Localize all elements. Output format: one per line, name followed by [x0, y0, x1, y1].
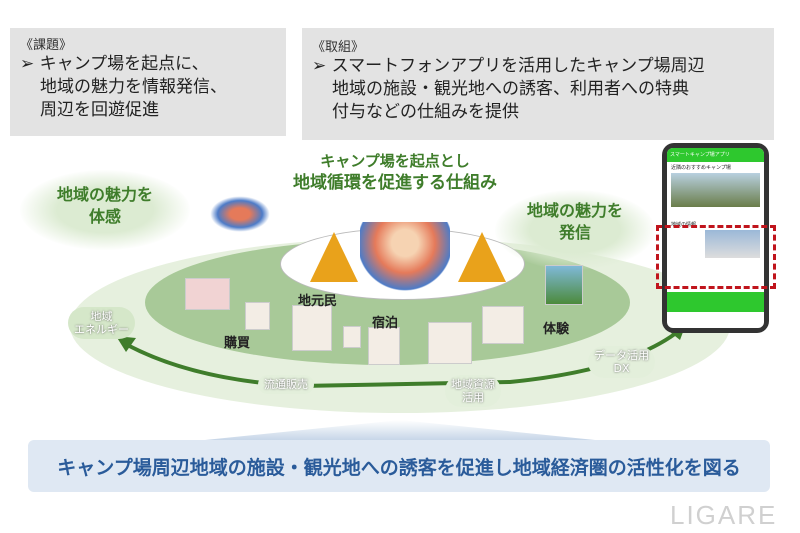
approach-line: ➢ スマートフォンアプリを活用したキャンプ場周辺 [312, 56, 705, 76]
approach-heading: 《取組》 [312, 40, 365, 55]
fishing-illustration [428, 322, 472, 364]
local-photo [705, 230, 760, 258]
left-cloud: 地域の魅力を体感 [20, 170, 190, 250]
label-experience: 体験 [543, 322, 570, 337]
left-cloud-line2: 体感 [88, 207, 121, 226]
travelers-illustration [205, 193, 275, 235]
watermark: LIGARE [670, 500, 778, 530]
shop-illustration [185, 278, 230, 310]
label-stay: 宿泊 [372, 316, 399, 331]
center-title: キャンプ場を起点とし 地域循環を促進する仕組み [250, 150, 540, 194]
locals-illustration [292, 305, 332, 351]
issue-box: 《課題》 ➢ キャンプ場を起点に、 地域の魅力を情報発信、 周辺を回遊促進 [10, 28, 286, 136]
food-illustration [343, 326, 361, 348]
nature-illustration [545, 265, 583, 305]
app-nav-bar[interactable] [667, 292, 764, 312]
camp-photo [671, 173, 760, 207]
smartphone: スマートキャンプ場アプリ 近隣のおすすめキャンプ場 地域の情報 [662, 143, 769, 333]
left-cloud-line1: 地域の魅力を [56, 185, 153, 204]
data-line1: データ活用 [594, 349, 649, 362]
issue-line: 地域の魅力を情報発信、 [40, 77, 227, 97]
tent-icon [310, 232, 358, 282]
stay-illustration [368, 327, 400, 365]
approach-line: 地域の施設・観光地への誘客、利用者への特典 [332, 79, 689, 99]
app-title-bar: スマートキャンプ場アプリ [667, 148, 764, 162]
bottom-banner: キャンプ場周辺地域の施設・観光地への誘客を促進し地域経済圏の活性化を図る [28, 440, 770, 492]
resources-line2: 活用 [462, 391, 484, 404]
right-cloud-line1: 地域の魅力を [526, 201, 623, 220]
up-arrow [205, 420, 595, 440]
energy-line2: エネルギー [74, 323, 129, 336]
approach-line: 付与などの仕組みを提供 [332, 102, 519, 122]
label-energy: 地域エネルギー [68, 307, 135, 339]
shopping-illustration [245, 302, 270, 330]
approach-box: 《取組》 ➢ スマートフォンアプリを活用したキャンプ場周辺 地域の施設・観光地へ… [302, 28, 774, 140]
label-shopping: 購買 [224, 336, 251, 351]
farming-illustration [482, 306, 524, 344]
data-line2: DX [613, 362, 630, 375]
energy-line1: 地域 [90, 310, 113, 323]
family-illustration [360, 222, 450, 292]
highlight-dashed-box [656, 225, 776, 289]
app-title: スマートキャンプ場アプリ [670, 152, 730, 158]
label-distribution: 流通販売 [258, 375, 314, 394]
right-cloud-line2: 発信 [558, 223, 591, 242]
right-cloud: 地域の魅力を発信 [495, 190, 655, 270]
center-title-line1: キャンプ場を起点とし [320, 152, 470, 170]
label-resources: 地域資源活用 [445, 375, 501, 407]
banner-text: キャンプ場周辺地域の施設・観光地への誘客を促進し地域経済圏の活性化を図る [57, 456, 741, 479]
resources-line1: 地域資源 [451, 378, 495, 391]
label-locals: 地元民 [298, 294, 338, 309]
issue-line: 周辺を回遊促進 [40, 100, 159, 120]
section-recommended: 近隣のおすすめキャンプ場 [671, 165, 731, 171]
issue-line: ➢ キャンプ場を起点に、 [20, 54, 209, 74]
center-title-line2: 地域循環を促進する仕組み [293, 173, 497, 193]
issue-heading: 《課題》 [20, 38, 73, 53]
